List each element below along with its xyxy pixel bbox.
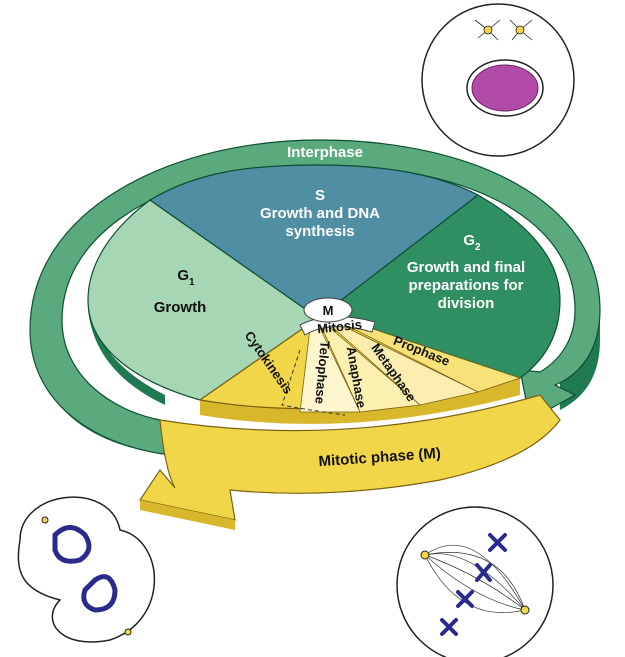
interphase-ring [29, 139, 601, 456]
s-sector [148, 164, 480, 319]
metaphase-cell-illustration [396, 506, 554, 657]
g2-label: G2 [463, 232, 481, 253]
inner-disc-side [88, 300, 165, 405]
m-center [303, 297, 353, 323]
interphase-label: Interphase [287, 144, 363, 161]
g2-desc-3: division [438, 295, 495, 312]
m-center-label: M [323, 303, 334, 318]
cytokinesis-cell-illustration [17, 496, 156, 643]
g2-desc-2: preparations for [408, 277, 523, 294]
g1-desc: Growth [154, 299, 207, 316]
interphase-ring-top [29, 139, 601, 456]
s-phase-desc-2: synthesis [285, 223, 354, 240]
g1-label: G1 [177, 267, 195, 288]
g1-sector [87, 199, 320, 401]
interphase-cell-illustration [421, 3, 575, 157]
s-phase-desc-1: Growth and DNA [260, 205, 380, 222]
mitosis-label: Mitosis [316, 317, 362, 337]
mitotic-phase-arrow [139, 394, 561, 521]
centrosome-icon [474, 19, 533, 41]
chromosome-icon [440, 533, 507, 636]
g2-desc-1: Growth and final [407, 259, 525, 276]
mitotic-sector [198, 297, 523, 424]
telophase-label: Telophase [312, 340, 332, 404]
s-phase-letter: S [315, 187, 325, 204]
g2-sector [316, 194, 561, 379]
